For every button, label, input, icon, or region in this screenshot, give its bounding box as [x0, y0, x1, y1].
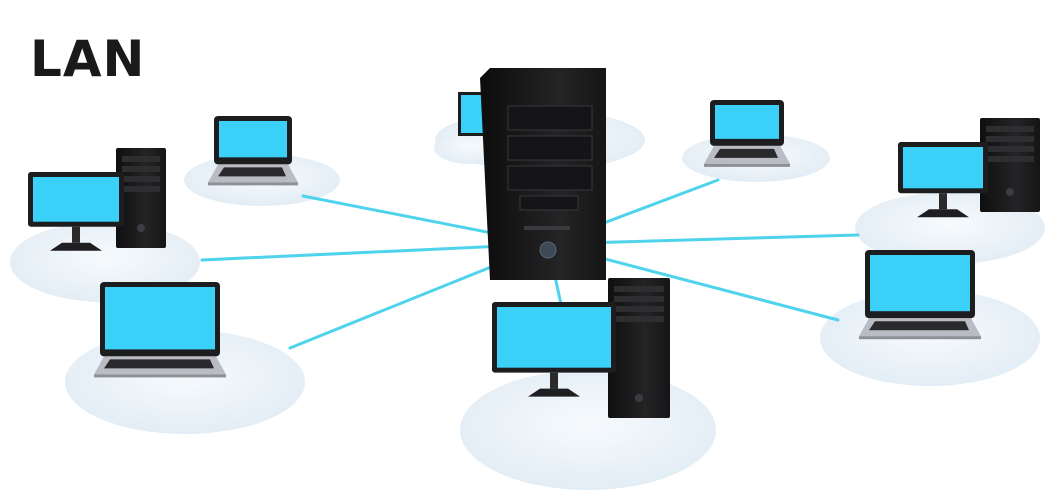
- node-laptop-lower-left: [94, 282, 226, 378]
- diagram-title: LAN: [30, 30, 146, 88]
- node-laptop-upper-right: [704, 100, 790, 167]
- node-laptop-lower-right: [859, 250, 981, 340]
- node-desktop-left: [28, 148, 166, 251]
- node-laptop-upper-left: [208, 116, 298, 186]
- platform-desktop-bottom: [460, 370, 716, 490]
- node-server: [480, 68, 606, 280]
- network-nodes: [28, 68, 1040, 418]
- node-desktop-right: [898, 118, 1040, 218]
- node-desktop-bottom: [492, 278, 670, 418]
